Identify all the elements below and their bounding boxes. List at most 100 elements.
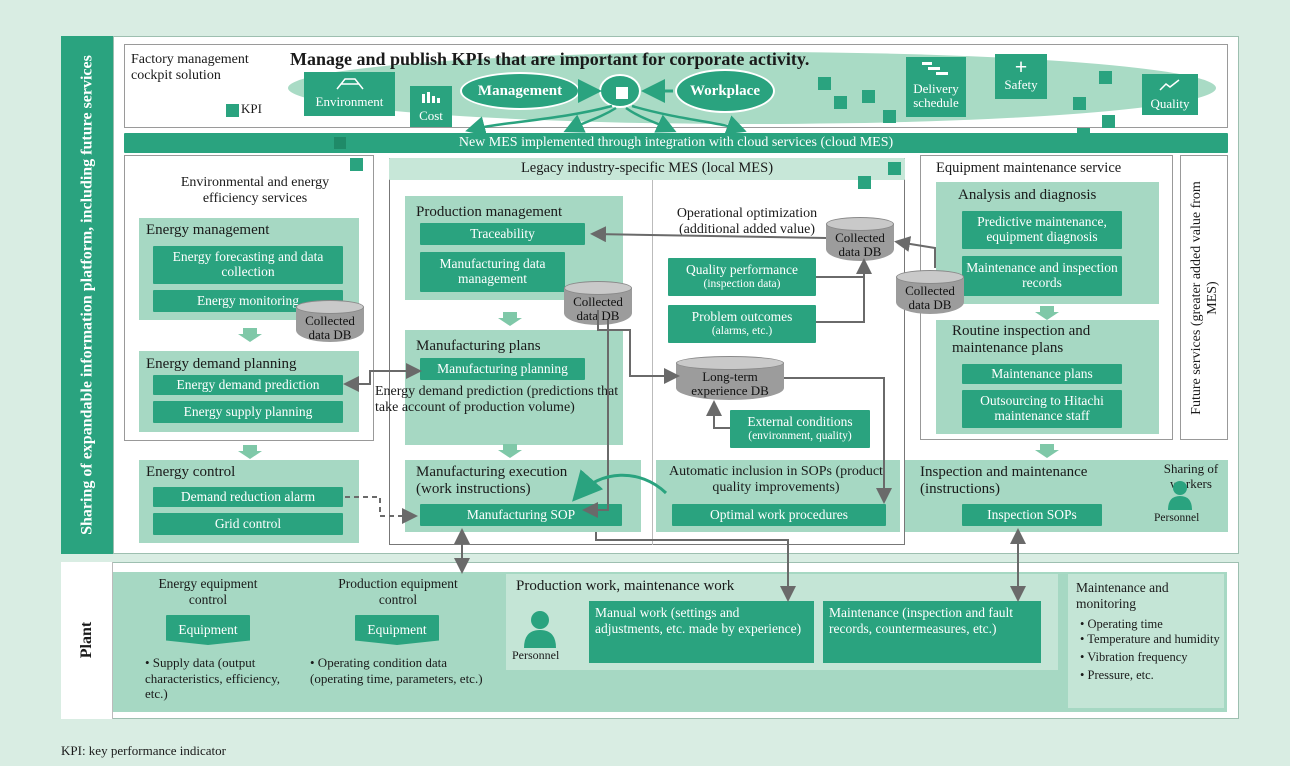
operational-optimization: Operational optimization (additional add…	[676, 206, 818, 238]
production-management-title: Production management	[416, 204, 563, 220]
monitor-item: • Operating time	[1080, 617, 1163, 631]
safety-label: Safety	[1004, 77, 1038, 92]
kpi-square	[834, 96, 847, 109]
traceability: Traceability	[420, 223, 585, 245]
manufacturing-sop: Manufacturing SOP	[420, 504, 622, 526]
cockpit-headline: Manage and publish KPIs that are importa…	[290, 49, 810, 69]
maintenance-plans: Maintenance plans	[962, 364, 1122, 384]
problem-outcomes-label: Problem outcomes	[691, 309, 793, 325]
supply-data: • Supply data (output characteristics, e…	[145, 655, 280, 702]
optimization-db-label: Collected data DB	[835, 230, 885, 259]
person-icon	[1168, 481, 1192, 510]
kpi-square	[1073, 97, 1086, 110]
monitor-list: • Operating time • Temperature and humid…	[1080, 617, 1220, 683]
manufacturing-execution-title: Manufacturing execution (work instructio…	[416, 464, 568, 498]
kpi-square	[1099, 71, 1112, 84]
optimal-work-procedures: Optimal work procedures	[672, 504, 886, 526]
gantt-icon	[922, 62, 948, 75]
platform-band: Sharing of expandable information platfo…	[61, 36, 113, 554]
delivery-label: Delivery schedule	[913, 81, 959, 110]
manufacturing-data-management: Manufacturing data management	[420, 252, 565, 292]
inspection-title: Inspection and maintenance (instructions…	[920, 464, 1088, 498]
quality-performance-sub: (inspection data)	[703, 278, 781, 291]
problem-outcomes-sub: (alarms, etc.)	[711, 325, 773, 338]
demand-reduction-alarm: Demand reduction alarm	[153, 487, 343, 507]
automatic-inclusion-title: Automatic inclusion in SOPs (product qua…	[669, 464, 883, 496]
plant-label-band: Plant	[61, 562, 113, 719]
delivery-kpi: Delivery schedule	[906, 57, 966, 117]
plant-monitor-box	[1068, 574, 1224, 708]
outsourcing: Outsourcing to Hitachi maintenance staff	[962, 390, 1122, 428]
kpi-square	[1102, 115, 1115, 128]
energy-equipment-control: Energy equipment control	[158, 576, 258, 607]
external-conditions-sub: (environment, quality)	[748, 430, 852, 443]
flow-arrow	[238, 451, 262, 459]
personnel-label: Personnel	[1154, 512, 1200, 524]
bar-chart-icon	[422, 92, 440, 103]
energy-supply-planning: Energy supply planning	[153, 401, 343, 423]
kpi-square	[818, 77, 831, 90]
monitor-title: Maintenance and monitoring	[1076, 580, 1169, 611]
inspection-sops: Inspection SOPs	[962, 504, 1102, 526]
workplace-oval: Workplace	[675, 69, 775, 113]
grid-control: Grid control	[153, 513, 343, 535]
analysis-title: Analysis and diagnosis	[958, 187, 1097, 203]
flow-arrow	[1035, 450, 1059, 458]
flow-arrow	[498, 450, 522, 458]
routine-title: Routine inspection and maintenance plans	[952, 323, 1091, 357]
kpi-square	[888, 162, 901, 175]
kpi-square	[858, 176, 871, 189]
quality-performance-label: Quality performance	[685, 262, 799, 278]
kpi-legend-icon	[226, 104, 239, 117]
flow-arrow	[503, 444, 517, 450]
environment-kpi: Environment	[304, 72, 395, 116]
plus-icon: +	[1014, 54, 1028, 79]
energy-forecasting: Energy forecasting and data collection	[153, 246, 343, 284]
flow-arrow	[498, 318, 522, 326]
legacy-title-bar: Legacy industry-specific MES (local MES)	[389, 158, 905, 180]
management-oval: Management	[460, 72, 580, 110]
production-equipment-control: Production equipment control	[338, 576, 458, 607]
flow-arrow	[1040, 306, 1054, 312]
energy-monitoring: Energy monitoring	[153, 290, 343, 312]
worker-icon	[524, 611, 556, 648]
problem-outcomes: Problem outcomes (alarms, etc.)	[668, 305, 816, 343]
energy-equipment: Equipment	[166, 615, 250, 645]
legacy-divider	[652, 180, 653, 545]
energy-prediction-note: Energy demand prediction (predictions th…	[375, 384, 619, 416]
energy-control-title: Energy control	[146, 464, 236, 480]
flow-arrow	[243, 328, 257, 334]
long-term-db-label: Long-term experience DB	[691, 369, 769, 398]
production-equipment: Equipment	[355, 615, 439, 645]
maintenance-work: Maintenance (inspection and fault record…	[823, 601, 1041, 663]
safety-kpi: + Safety	[995, 54, 1047, 99]
cost-kpi: Cost	[410, 86, 452, 127]
optimization-collected-db: Collected data DB	[826, 217, 894, 261]
quality-label: Quality	[1150, 96, 1190, 111]
center-square	[614, 85, 630, 101]
manufacturing-planning: Manufacturing planning	[420, 358, 585, 380]
maintenance-records: Maintenance and inspection records	[962, 256, 1122, 296]
cloud-mes-label: New MES implemented through integration …	[458, 135, 894, 151]
monitor-item: • Pressure, etc.	[1080, 668, 1154, 682]
environment-label: Environment	[315, 94, 384, 109]
footnote: KPI: key performance indicator	[61, 743, 226, 758]
monitor-item: • Temperature and humidity	[1080, 632, 1220, 646]
cost-label: Cost	[419, 108, 443, 123]
long-term-db: Long-term experience DB	[676, 356, 784, 400]
external-conditions: External conditions (environment, qualit…	[730, 410, 870, 448]
manufacturing-plans-box	[405, 330, 623, 445]
energy-management-title: Energy management	[146, 222, 270, 238]
demand-planning-title: Energy demand planning	[146, 356, 297, 372]
kpi-square	[350, 158, 363, 171]
kpi-legend-label: KPI	[241, 101, 262, 116]
monitor-item: • Vibration frequency	[1080, 650, 1188, 664]
maintenance-collected-db: Collected data DB	[896, 270, 964, 314]
flow-arrow	[1035, 312, 1059, 320]
legacy-title: Legacy industry-specific MES (local MES)	[520, 160, 774, 177]
operating-condition-data: • Operating condition data (operating ti…	[310, 655, 483, 686]
env-title: Environmental and energy efficiency serv…	[180, 175, 330, 207]
plant-work-title: Production work, maintenance work	[516, 578, 735, 594]
